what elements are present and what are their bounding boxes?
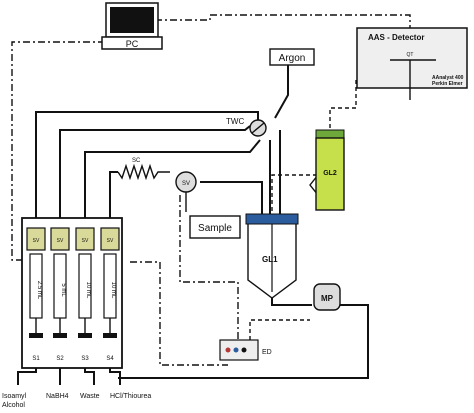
tube-s4-sc <box>109 171 118 220</box>
reagent-label-waste: Waste <box>80 393 100 400</box>
syringe-volume-label: 10 mL <box>110 282 116 299</box>
pc-monitor-screen <box>110 7 154 33</box>
sv-valve-icon <box>175 171 197 193</box>
electronic-driver: ED <box>219 339 272 361</box>
pump-ed-cable <box>130 261 228 366</box>
syringe-head-label: SV <box>107 238 114 244</box>
selection-valve: SV <box>175 171 197 193</box>
gl1-gl2-gasline <box>271 174 318 218</box>
three-way-connector: TWC <box>226 117 267 137</box>
sc-label: SC <box>132 158 141 164</box>
syringe-plunger-knob <box>103 333 117 338</box>
detector-box <box>356 27 468 89</box>
syringe-plunger-knob <box>78 333 92 338</box>
sample-label: Sample <box>198 223 232 234</box>
syringe-head-label: SV <box>57 238 64 244</box>
ed-cable <box>249 319 310 340</box>
pc-base <box>101 36 163 50</box>
detector-title: AAS - Detector <box>368 33 424 42</box>
syringe-head-label: SV <box>33 238 40 244</box>
syringe-plunger-knob <box>53 333 67 338</box>
gl1-mp-tube <box>271 298 312 306</box>
argon-label: Argon <box>279 53 306 64</box>
sample-coil: SC <box>117 158 170 181</box>
mp-waste-tube <box>118 304 369 379</box>
pc-label: PC <box>126 39 139 49</box>
mp-body <box>313 283 341 311</box>
twc-valve-handle <box>251 122 265 134</box>
tube-s3-sc <box>84 139 261 220</box>
syringe-head <box>50 227 70 251</box>
pc-pump-cable <box>11 41 105 261</box>
sc-coil-icon <box>117 163 170 181</box>
gl1-cap <box>245 213 299 225</box>
tube-s1-twc <box>35 111 259 220</box>
ed-indicator-3 <box>241 347 247 353</box>
ed-label: ED <box>262 349 272 356</box>
reagent-label-alcohol: Alcohol <box>2 402 25 409</box>
gl2-label: GL2 <box>323 170 337 177</box>
gas-liquid-separator-2: GL2 <box>315 129 345 211</box>
argon-line <box>274 65 289 119</box>
reagent-label-nabh4: NaBH4 <box>46 393 69 400</box>
gl2-cap <box>315 129 345 139</box>
gas-liquid-separator-1: GL1 <box>245 213 299 299</box>
instrument-model: AAnalyst 400 <box>432 75 464 81</box>
ed-box <box>219 339 259 361</box>
detector-gl2-line <box>329 80 357 130</box>
twc-label: TWC <box>226 117 244 126</box>
syringe-head-label: SV <box>82 238 89 244</box>
gl2-body <box>315 137 345 211</box>
mini-pump: MP <box>313 283 341 311</box>
ed-indicator-1 <box>225 347 231 353</box>
syringe-plunger-knob <box>29 333 43 338</box>
syringe-id-label: S1 <box>32 356 40 362</box>
sample-box <box>189 215 241 239</box>
pc-computer: PC <box>101 2 163 50</box>
pc-detector-cable <box>155 14 411 28</box>
gl1-label: GL1 <box>262 255 278 264</box>
tube-s2-twc <box>59 125 251 220</box>
syringe-pump: SV 2.5 mL S1 SV 5 mL S2 SV 10 mL S3 SV 10 mL S4 <box>21 217 123 369</box>
syringe-head <box>75 227 95 251</box>
syringe-volume-label: 5 mL <box>60 283 66 297</box>
mp-label: MP <box>321 294 334 303</box>
argon-box <box>269 48 315 66</box>
syringe-id-label: S3 <box>81 356 89 362</box>
syringe-id-label: S2 <box>56 356 64 362</box>
sv-ed-cable <box>179 195 239 340</box>
qt-label: QT <box>407 52 414 58</box>
syringe-volume-label: 2.5 mL <box>36 281 42 300</box>
aas-detector: AAS - Detector QT AAnalyst 400 Perkin El… <box>356 27 468 89</box>
syringe-id-label: S4 <box>106 356 114 362</box>
sv-gl1-tube <box>200 181 263 220</box>
syringe-head <box>26 227 46 251</box>
sv-valve-label: SV <box>182 181 190 187</box>
reagent-label-hcl: HCl/Thiourea <box>110 393 151 400</box>
ed-indicator-2 <box>233 347 239 353</box>
instrument-maker: Perkin Elmer <box>432 81 463 87</box>
syringe-volume-label: 10 mL <box>85 282 91 299</box>
reagent-label-isoamyl: Isoamyl <box>2 393 27 400</box>
syringe-head <box>100 227 120 251</box>
